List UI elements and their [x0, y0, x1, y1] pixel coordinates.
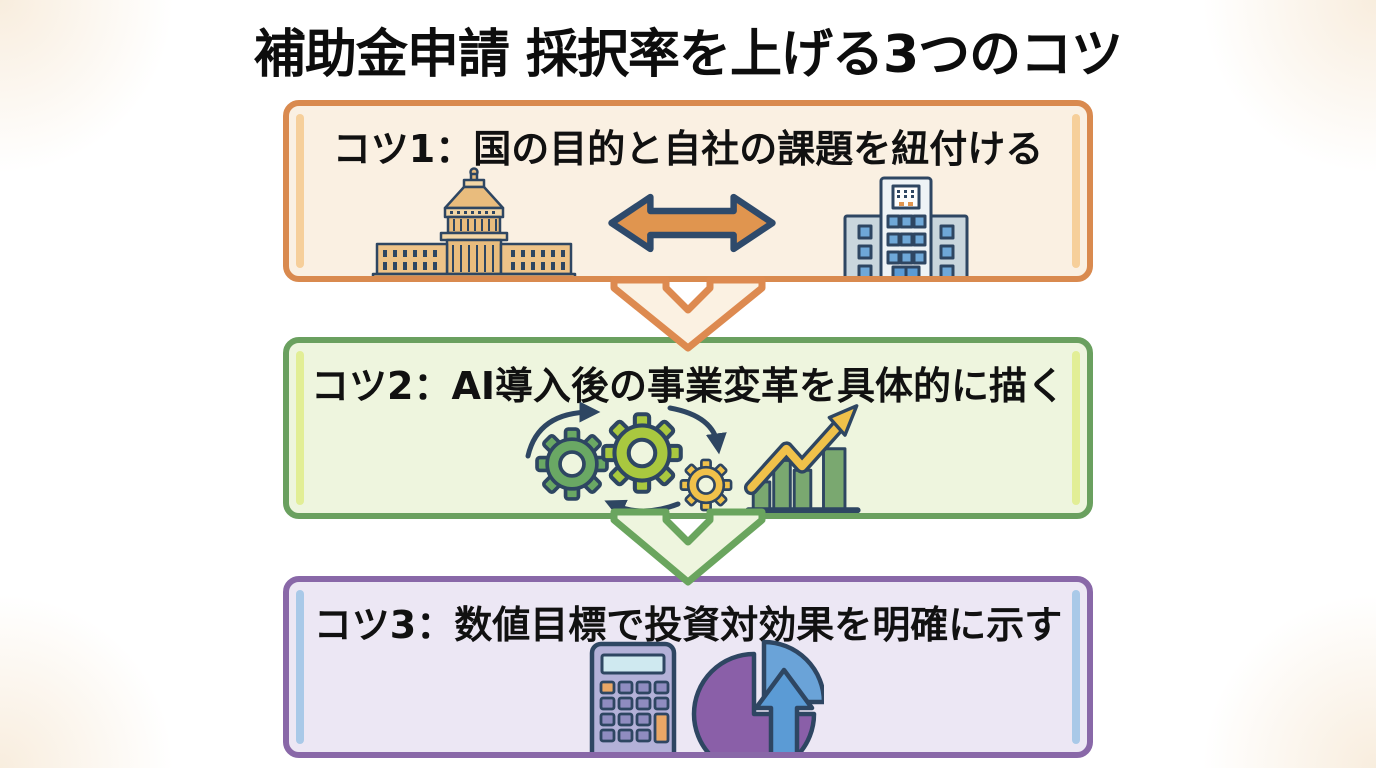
tip-3-heading: コツ3：数値目標で投資対効果を明確に示す [313, 603, 1063, 647]
calculator-icon [589, 641, 677, 752]
company-building-icon [843, 176, 969, 276]
down-arrow-2-icon [610, 508, 766, 586]
double-arrow-icon [608, 193, 776, 253]
tip-box-1: コツ1：国の目的と自社の課題を紐付ける [283, 100, 1093, 282]
government-building-icon [371, 167, 577, 276]
pie-chart-up-arrow-icon [691, 639, 824, 752]
tip-1-accent-left [296, 114, 304, 268]
down-arrow-1-icon [610, 276, 766, 352]
tip-1-accent-right [1072, 114, 1080, 268]
tip-box-2: コツ2：AI導入後の事業変革を具体的に描く [283, 337, 1093, 519]
tip-1-heading: コツ1：国の目的と自社の課題を紐付ける [332, 127, 1044, 171]
tip-box-3: コツ3：数値目標で投資対効果を明確に示す [283, 576, 1093, 758]
tip-2-heading: コツ2：AI導入後の事業変革を具体的に描く [311, 364, 1065, 408]
growth-chart-icon [743, 404, 861, 513]
gears-cycle-icon [525, 401, 733, 513]
tip-3-accent-left [296, 590, 304, 744]
tip-3-accent-right [1072, 590, 1080, 744]
tip-2-accent-right [1072, 351, 1080, 505]
page-title: 補助金申請 採択率を上げる3つのコツ [253, 25, 1123, 85]
tip-2-accent-left [296, 351, 304, 505]
